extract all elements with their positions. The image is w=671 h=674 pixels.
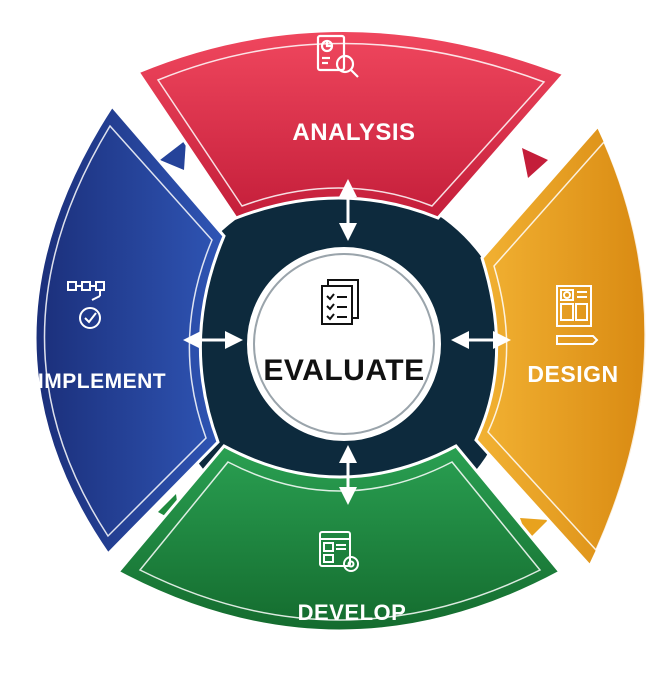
code-gear-icon	[319, 531, 359, 572]
connector-pointer-implement-analysis	[160, 140, 186, 170]
segment-label-analysis: ANALYSIS	[292, 119, 415, 146]
flow-check-icon	[67, 281, 105, 329]
connector-pointer-analysis-design	[522, 148, 548, 178]
checklist-document-icon	[321, 279, 359, 325]
segment-label-implement: IMPLEMENT	[38, 370, 166, 393]
segment-label-develop: DEVELOP	[298, 600, 407, 625]
segment-analysis[interactable]: ANALYSIS	[135, 29, 567, 220]
center-label-evaluate: EVALUATE	[263, 354, 424, 387]
segment-develop[interactable]: DEVELOP	[115, 444, 563, 633]
center-evaluate[interactable]: EVALUATE	[245, 245, 443, 443]
report-magnifier-icon	[316, 34, 359, 78]
segment-label-design: DESIGN	[527, 361, 618, 387]
layout-pencil-icon	[556, 285, 599, 345]
segment-design[interactable]: DESIGN	[474, 123, 649, 569]
segment-implement[interactable]: IMPLEMENT	[33, 103, 226, 557]
